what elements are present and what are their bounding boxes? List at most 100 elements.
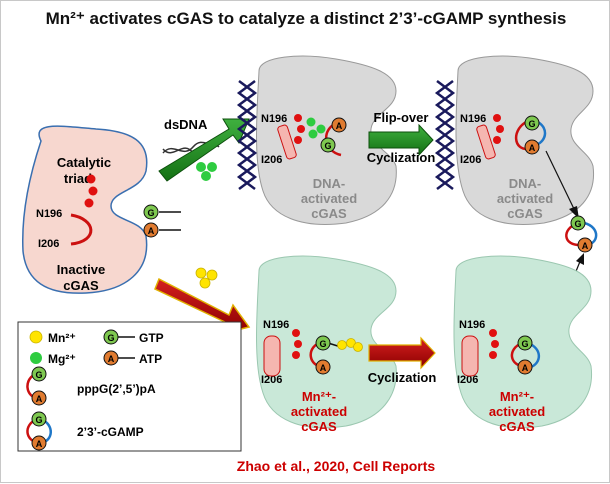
svg-text:A: A [529,143,536,153]
product-arrow-line [545,150,576,212]
dna2-i206-label: I206 [460,154,481,166]
green-arrow-shape [158,118,250,182]
bottom-cyclization-arrow-shape [368,336,436,370]
legend-gtp-label: GTP [139,331,164,345]
flip-over-step: Flip-over Cyclization [367,110,436,165]
svg-text:G: G [35,415,42,425]
atp-icon [315,359,331,375]
citation: Zhao et al., 2020, Cell Reports [237,458,436,474]
svg-text:A: A [582,241,589,251]
inactive-state-line2: cGAS [63,278,99,293]
svg-text:G: G [528,119,535,129]
atp-icon [577,237,593,253]
mn-activated-cgas: N196 I206 G A Mn²⁺- activated cGAS [256,255,397,434]
mg-ion [196,162,206,172]
gtp-icon [517,335,533,351]
mn2-state-line1: Mn²⁺- [500,389,534,404]
bottom-cyclization-step: Cyclization [368,336,437,385]
legend-mg-label: Mg²⁺ [48,352,76,366]
triad-residue-dot [86,174,96,184]
mn-helix-cylinder [263,335,281,377]
mn2-n196-label: N196 [459,319,485,331]
inactive-cgas: Catalytic triad N196 I206 Inactive cGAS … [21,125,181,294]
mn-state-line2: activated [291,404,347,419]
dsdna-label: dsDNA [164,117,208,132]
legend: Mn²⁺ Mg²⁺ G GTP A ATP G A pppG(2’,5’)pA … [17,321,242,452]
gtp-icon [570,215,586,231]
gtp-icon [524,115,540,131]
top-cyclization-label: Cyclization [367,150,436,165]
dna-n196-label: N196 [261,113,287,125]
svg-text:G: G [107,333,114,343]
legend-cyclic-a-icon [31,435,47,451]
legend-box [17,321,242,452]
mn2-helix-cylinder [461,335,479,377]
dna2-state-line2: activated [497,191,553,206]
triad-label: triad [64,171,92,186]
dna-state-line3: cGAS [311,206,347,221]
legend-mn-label: Mn²⁺ [48,331,76,345]
gtp-icon [315,335,331,351]
flip-arrow-shape [368,123,434,157]
atp-icon [143,222,159,238]
mn-activated-cgas-2: N196 I206 G A Mn²⁺- activated cGAS [453,255,593,434]
legend-linear-label: pppG(2’,5’)pA [77,382,156,396]
dna-helix-strand [236,80,258,190]
triad-residue-dot [84,198,94,208]
mn-ion [206,269,218,281]
dna-activated-cgas-flipped: N196 I206 G A DNA- activated cGAS [434,55,595,225]
svg-text:G: G [319,339,326,349]
mn-n196-label: N196 [263,319,289,331]
mn-state-line1: Mn²⁺- [302,389,336,404]
dsdna-activation-arrow: dsDNA [158,117,250,182]
svg-text:G: G [324,141,331,151]
dna2-state-line3: cGAS [507,206,543,221]
svg-text:G: G [521,339,528,349]
figure-title: Mn²⁺ activates cGAS to catalyze a distin… [45,9,567,28]
atp-icon [517,359,533,375]
flip-over-label: Flip-over [374,110,429,125]
dna-cgas-body-2 [455,55,595,225]
inactive-lid-loop [70,213,93,246]
legend-linear-g-icon [31,366,47,382]
triad-residue-dot [88,186,98,196]
dna-state-line2: activated [301,191,357,206]
legend-atp-label: ATP [139,352,162,366]
atp-icon [331,117,347,133]
legend-cyclic-label: 2’3’-cGAMP [77,425,144,439]
legend-mn-icon [29,330,43,344]
svg-text:A: A [522,363,529,373]
inactive-i206-label: I206 [38,238,59,250]
mn-ion [195,267,207,279]
mg-ion [207,162,217,172]
mn-state-line3: cGAS [301,419,337,434]
svg-text:A: A [336,121,343,131]
dna-i206-label: I206 [261,154,282,166]
mn2-state-line2: activated [489,404,545,419]
gtp-icon [320,137,336,153]
atp-icon [524,139,540,155]
dna-state-line1: DNA- [313,176,346,191]
inactive-state-line1: Inactive [57,262,105,277]
svg-text:G: G [574,219,581,229]
gtp-icon [143,204,159,220]
svg-text:G: G [35,370,42,380]
svg-text:A: A [320,363,327,373]
dna-helix-cylinder [277,124,297,160]
svg-text:A: A [148,226,155,236]
legend-cyclic-g-icon [31,411,47,427]
dna2-n196-label: N196 [460,113,486,125]
bottom-cyclization-label: Cyclization [368,370,437,385]
mn-i206-label: I206 [261,374,282,386]
mg-ion [201,171,211,181]
legend-linear-a-icon [31,390,47,406]
mn2-state-line3: cGAS [499,419,535,434]
mn2-i206-label: I206 [457,374,478,386]
inactive-cgas-body [21,125,148,294]
svg-text:A: A [36,394,43,404]
svg-text:A: A [108,354,115,364]
dna-helix-strand [434,80,456,190]
inactive-n196-label: N196 [36,208,62,220]
